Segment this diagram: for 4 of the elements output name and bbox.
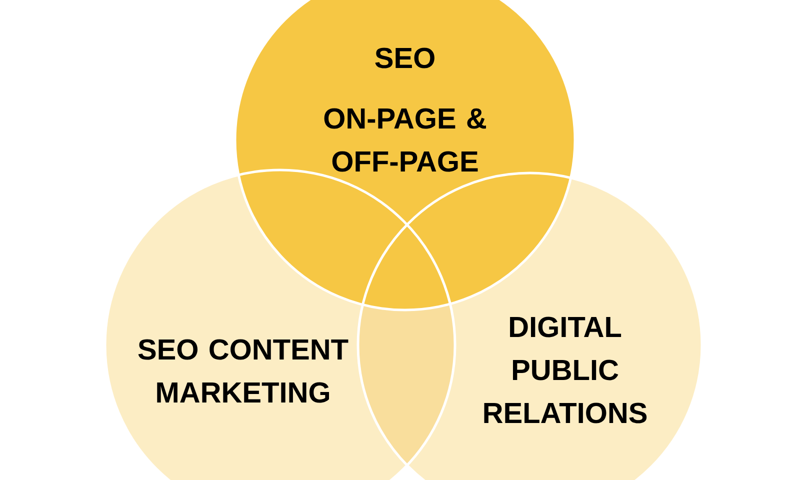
venn-label: SEO	[375, 48, 434, 68]
venn-label: ON-PAGE & OFF-PAGE	[324, 108, 486, 172]
venn-label: SEO CONTENT MARKETING	[138, 339, 348, 403]
venn-label: DIGITAL PUBLIC RELATIONS	[484, 316, 647, 424]
